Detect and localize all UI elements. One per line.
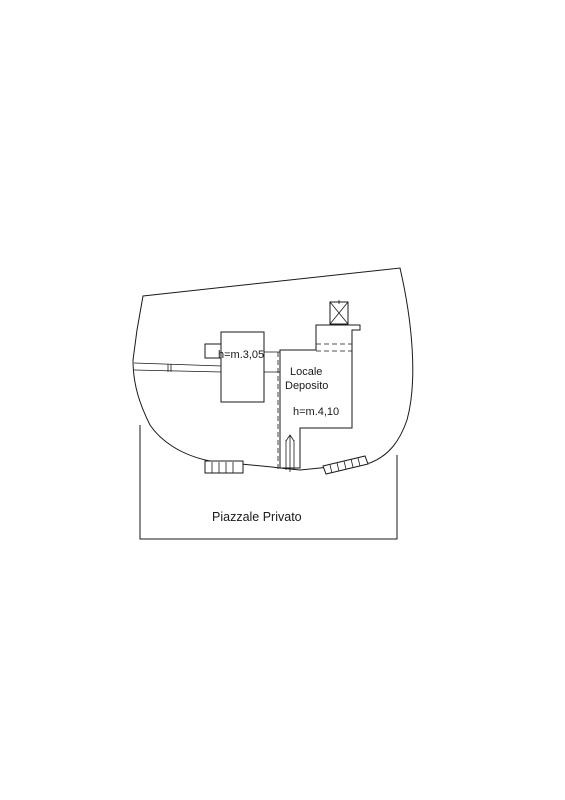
entrance-passage	[285, 434, 295, 472]
storage-room	[277, 324, 361, 470]
chimney-structure	[329, 300, 349, 325]
small-building	[204, 331, 280, 403]
left-steps	[204, 460, 244, 474]
right-steps	[322, 455, 369, 475]
corridor	[133, 362, 223, 373]
room-name-line1: Locale	[290, 366, 322, 378]
height-label-small: h=m.3,05	[218, 349, 264, 361]
yard-outline	[139, 425, 398, 540]
lot-boundary	[132, 267, 414, 471]
height-label-room: h=m.4,10	[293, 406, 339, 418]
room-name-line2: Deposito	[285, 380, 328, 392]
yard-label: Piazzale Privato	[212, 510, 302, 524]
